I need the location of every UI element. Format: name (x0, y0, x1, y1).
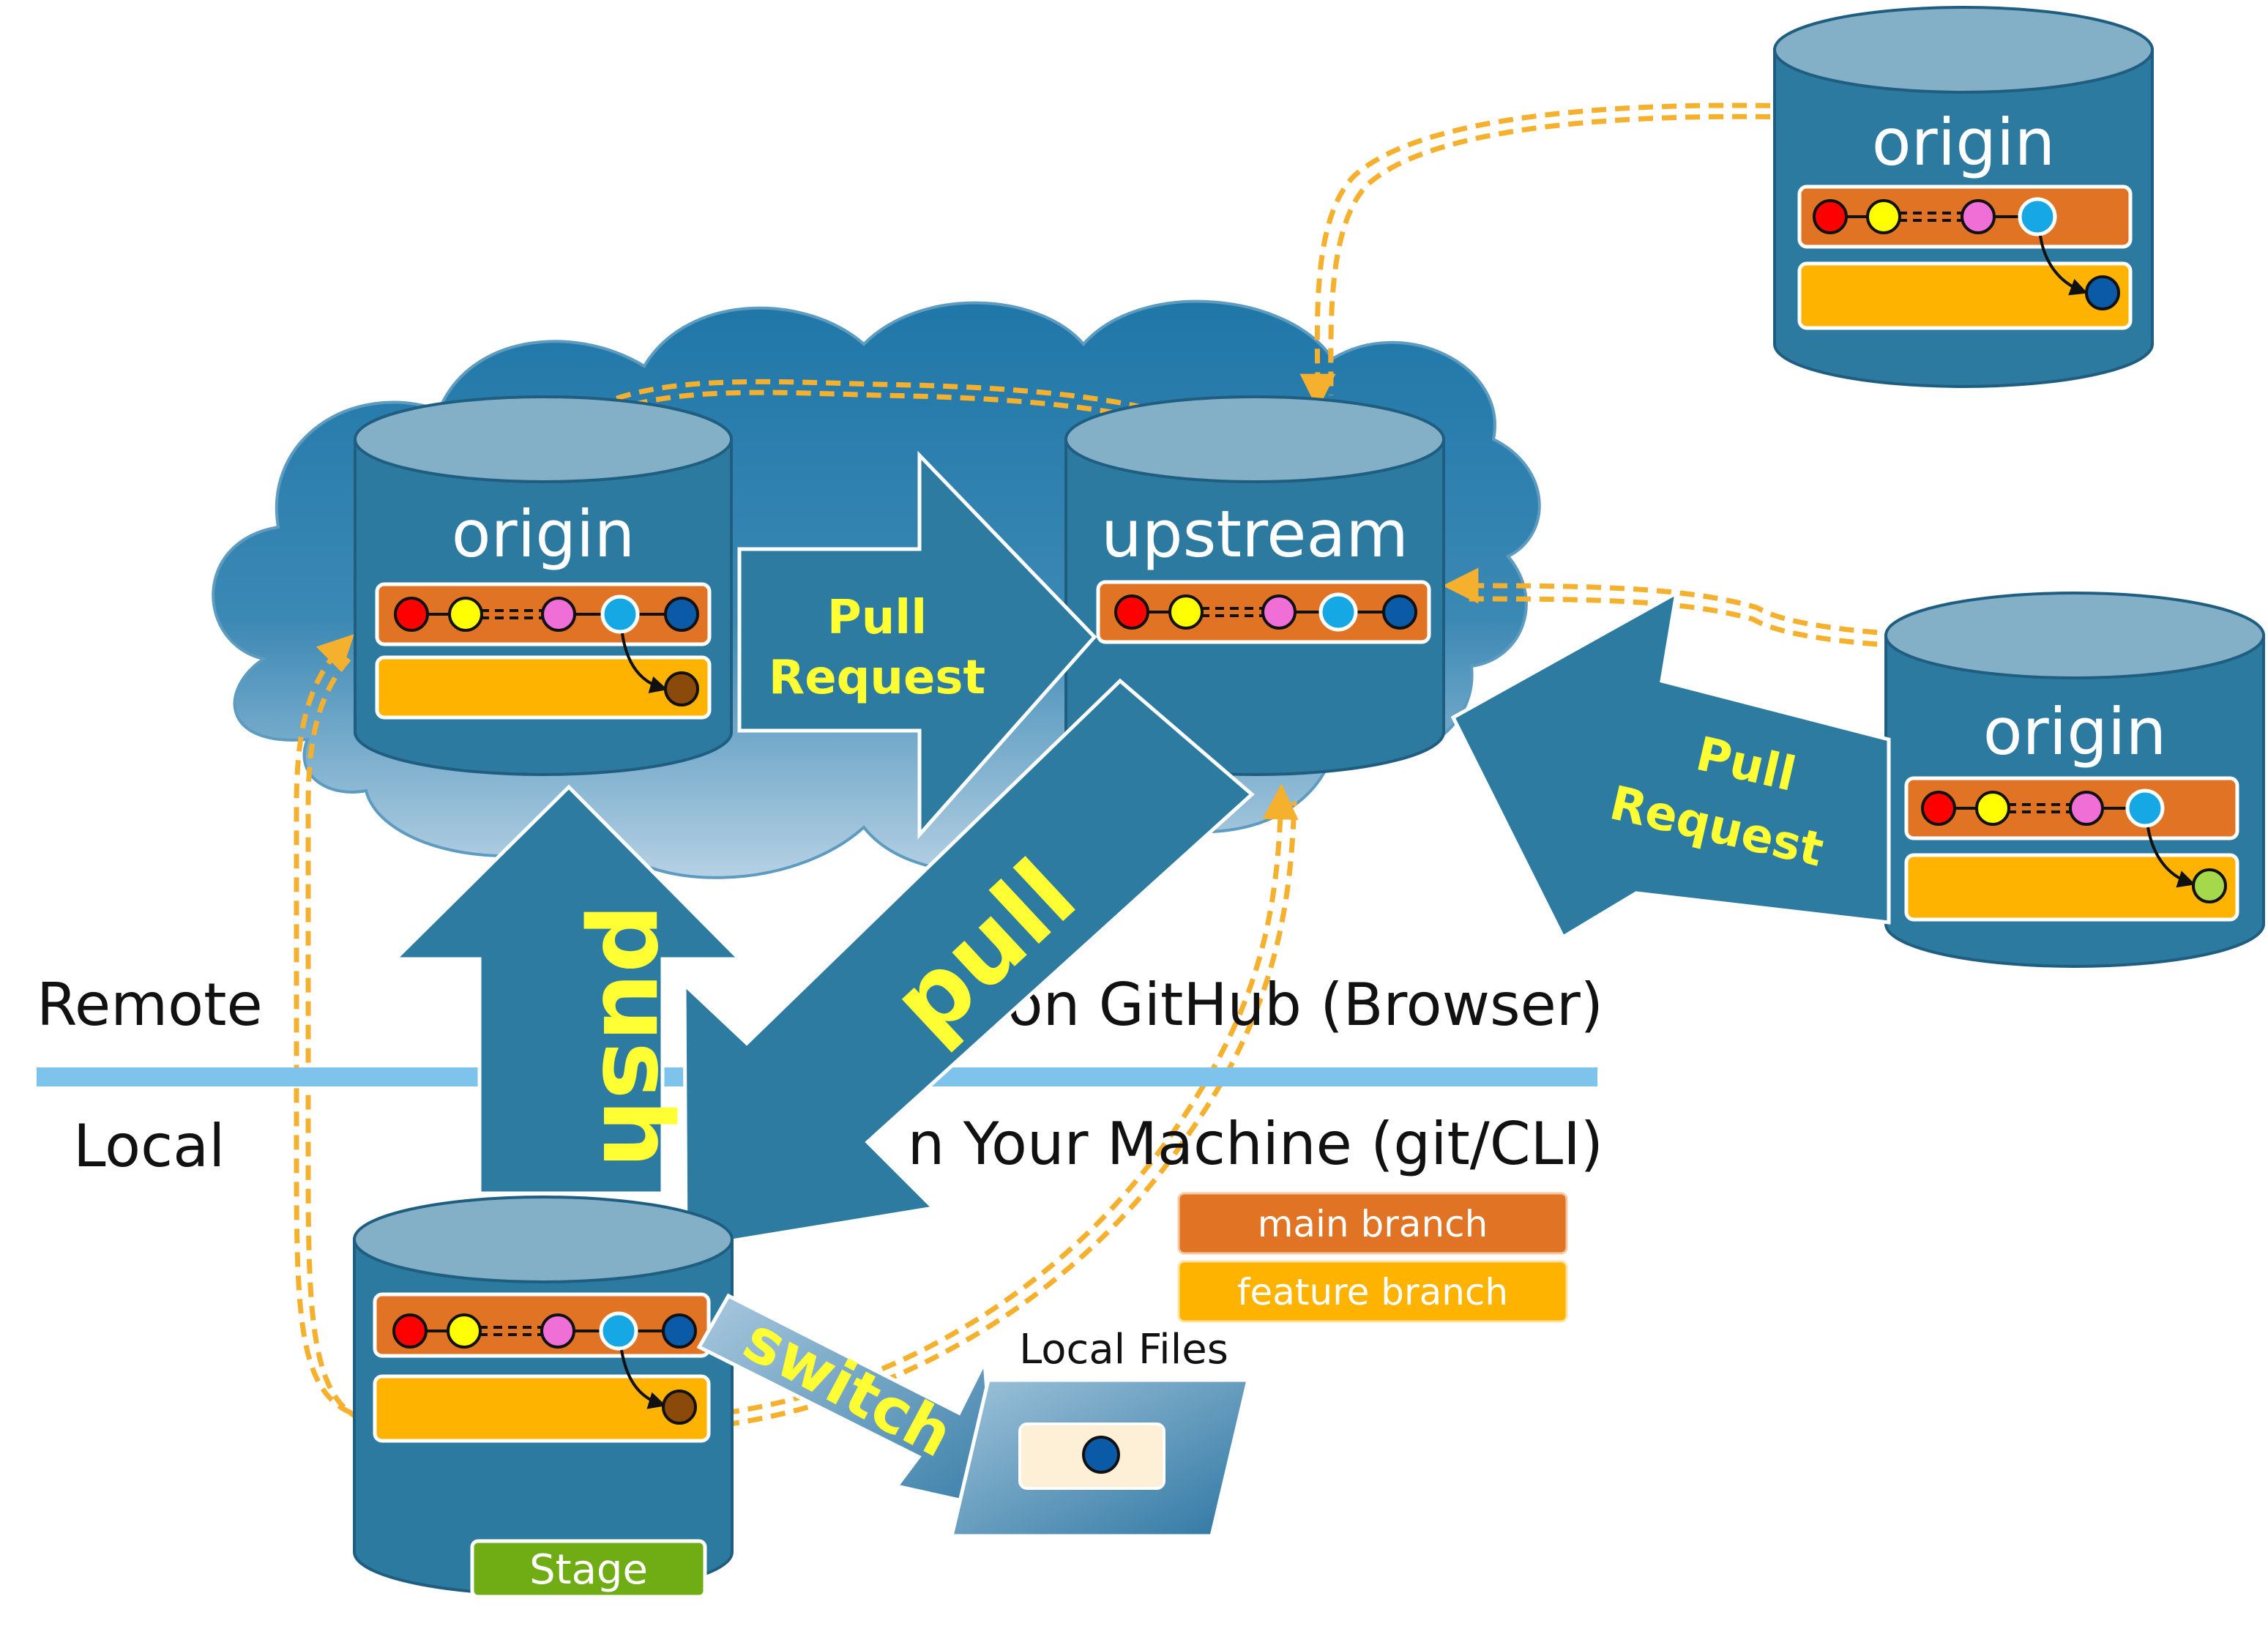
legend-feature-label: feature branch (1237, 1271, 1508, 1313)
commit-cyan (599, 1311, 638, 1351)
repo-name: upstream (1101, 496, 1409, 572)
commit-red (392, 1313, 428, 1349)
commit-blue (2085, 275, 2120, 310)
local-files: Local Files (949, 1326, 1251, 1538)
commit-chain (1813, 197, 2120, 310)
commit-chain (392, 1311, 697, 1425)
commit-yellow (1866, 199, 1901, 234)
legend-main-swatch (1177, 1192, 1568, 1255)
push-arrow: push (390, 784, 744, 1196)
local-repo: Stage (353, 1196, 734, 1599)
pull-request-label: Pull (827, 591, 927, 645)
commit-red (1921, 791, 1956, 826)
origin-repo-cloud: origin (354, 395, 733, 776)
legend-feature-swatch (1177, 1260, 1568, 1323)
stage-label: Stage (529, 1546, 648, 1594)
local-zone-label: Local (73, 1112, 225, 1180)
commit-brown (662, 1390, 697, 1425)
commit-green (2192, 868, 2227, 903)
commit-pink (1961, 199, 1996, 234)
feature-branch-bar (373, 1374, 711, 1443)
repo-name: origin (452, 496, 635, 572)
repo-name: origin (1872, 105, 2056, 180)
commit-brown (664, 671, 699, 706)
commit-yellow (448, 597, 483, 632)
legend-main-label: main branch (1258, 1203, 1488, 1245)
commit-pink (2069, 791, 2104, 826)
repo-name: origin (1983, 694, 2167, 769)
feature-branch-bar (1797, 261, 2133, 330)
commit-cyan (600, 594, 640, 634)
commit-blue (662, 1313, 697, 1349)
commit-pink (1261, 594, 1297, 630)
pull-request-arrow-right-to-upstream: Pull Request (1450, 589, 1891, 940)
pull-request-label: Request (769, 651, 985, 705)
commit-cyan (1318, 592, 1358, 632)
remote-zone-label: Remote (37, 971, 263, 1039)
commit-chain (1921, 788, 2227, 903)
commit-blue (664, 597, 699, 632)
commit-cyan (2018, 197, 2057, 236)
local-zone-hint: n Your Machine (git/CLI) (908, 1110, 1603, 1178)
local-files-label: Local Files (1019, 1326, 1228, 1373)
origin-repo-right: origin (1884, 592, 2265, 968)
feature-branch-bar (1904, 853, 2239, 922)
origin-repo-top-right: origin (1773, 6, 2154, 388)
commit-red (394, 597, 429, 632)
commit-pink (541, 597, 576, 632)
commit-blue (1382, 594, 1417, 630)
pull-request-arrow-origin-to-upstream: Pull Request (737, 450, 1097, 840)
switch-label: switch (732, 1302, 963, 1471)
legend: main branch feature branch (1177, 1192, 1568, 1323)
commit-chain (1114, 592, 1417, 632)
commit-cyan (2125, 788, 2165, 828)
commit-yellow (1168, 594, 1204, 630)
commit-chain (394, 594, 699, 706)
commit-pink (540, 1313, 575, 1349)
upstream-repo: upstream (1064, 395, 1445, 776)
push-label: push (581, 903, 693, 1168)
commit-red (1813, 199, 1848, 234)
commit-yellow (447, 1313, 482, 1349)
stage-box (470, 1539, 707, 1599)
commit-blue (1082, 1436, 1120, 1474)
commit-yellow (1975, 791, 2010, 826)
switch-arrow: switch (696, 1293, 998, 1511)
remote-zone-hint: on GitHub (Browser) (1007, 971, 1603, 1039)
feature-branch-bar (375, 655, 712, 720)
commit-red (1114, 594, 1149, 630)
